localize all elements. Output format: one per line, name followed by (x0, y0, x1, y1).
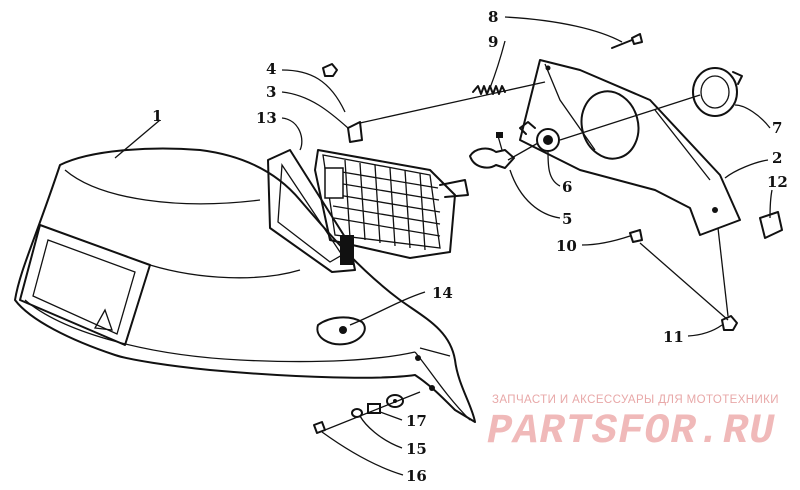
watermark-subtitle: ЗАПЧАСТИ И АКСЕССУАРЫ ДЛЯ МОТОТЕХНИКИ (492, 394, 779, 406)
bolt (629, 229, 643, 243)
label-14: 14 (432, 284, 453, 302)
label-9: 9 (488, 33, 498, 51)
label-15: 15 (406, 440, 427, 458)
label-4: 4 (266, 60, 276, 78)
label-7: 7 (772, 119, 782, 137)
label-5: 5 (562, 210, 572, 228)
assembly-lines (324, 81, 729, 431)
label-6: 6 (562, 178, 572, 196)
mounting-bracket (519, 59, 741, 236)
leader-lines (114, 16, 773, 476)
label-13: 13 (256, 109, 277, 127)
bulb (469, 132, 515, 169)
label-3: 3 (266, 83, 276, 101)
nut (322, 63, 338, 77)
label-16: 16 (406, 467, 427, 485)
bulb-socket (519, 121, 560, 152)
grommet (316, 316, 366, 346)
part-labels: 1 2 3 4 5 6 7 8 9 10 11 12 13 14 15 16 1… (152, 8, 788, 485)
label-1: 1 (152, 107, 162, 125)
headlight-assembly (267, 121, 469, 273)
lock-nut (721, 315, 738, 331)
hood-housing (14, 147, 476, 423)
retaining-ring (692, 67, 743, 117)
clip (759, 211, 783, 239)
label-17: 17 (406, 412, 427, 430)
label-11: 11 (663, 328, 684, 346)
label-2: 2 (772, 149, 782, 167)
fastener-set (313, 394, 404, 434)
adjuster-spring (472, 85, 506, 95)
watermark-logo: PARTSFOR.RU (487, 407, 776, 455)
label-8: 8 (488, 8, 498, 26)
label-12: 12 (767, 173, 788, 191)
label-10: 10 (556, 237, 577, 255)
long-screw (611, 33, 643, 49)
